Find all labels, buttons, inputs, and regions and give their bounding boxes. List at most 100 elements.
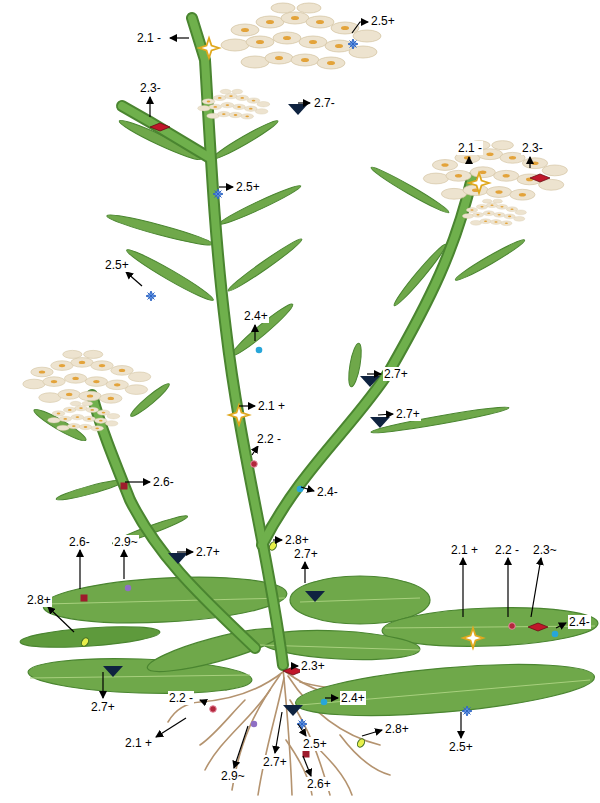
rosette-leaves	[294, 655, 597, 725]
markers	[528, 623, 548, 631]
leaf-midribs	[300, 680, 590, 705]
markers	[268, 541, 278, 552]
stem-leaves	[370, 404, 509, 436]
markers	[251, 461, 258, 468]
markers	[150, 123, 170, 131]
leader-arrows	[298, 102, 310, 103]
stems	[122, 106, 210, 158]
callout-number: 2.1 -	[457, 141, 483, 155]
roots	[283, 668, 292, 795]
markers	[297, 486, 304, 493]
markers	[210, 706, 217, 713]
leader-arrows	[123, 550, 124, 579]
markers	[80, 38, 558, 758]
leader-arrows	[378, 414, 393, 415]
leader-arrows	[298, 724, 306, 736]
leader-arrows	[367, 373, 381, 374]
markers	[288, 104, 308, 115]
stem-leaves	[106, 211, 215, 249]
roots	[258, 678, 284, 795]
leader-arrows	[301, 487, 314, 491]
callout-number: 2.2 -	[256, 432, 282, 446]
callout-number: 2.4-	[316, 485, 339, 499]
markers	[370, 417, 390, 428]
markers	[509, 623, 516, 630]
leader-arrows	[556, 623, 566, 628]
stems	[92, 18, 472, 665]
markers	[283, 705, 303, 716]
markers	[469, 173, 489, 193]
callout-number: 2.8+	[384, 722, 410, 736]
callout-number: 2.7-	[313, 96, 336, 110]
stems	[192, 18, 283, 665]
markers	[80, 637, 90, 648]
leader-arrows	[304, 562, 305, 583]
flower-clusters	[198, 89, 270, 119]
callout-number: 2.3+	[300, 659, 326, 673]
leader-arrows	[293, 665, 298, 666]
leader-arrows	[149, 97, 150, 117]
callout-number: 2.3-	[521, 141, 544, 155]
leader-arrows	[252, 446, 258, 455]
leader-arrows	[79, 550, 80, 589]
callout-number: 2.2 -	[494, 543, 520, 557]
markers	[530, 174, 550, 182]
markers	[305, 591, 325, 602]
flower-clusters	[462, 199, 526, 225]
rosette-leaves	[20, 572, 599, 725]
stems	[262, 178, 472, 545]
markers	[251, 721, 257, 727]
callout-number: 2.6-	[68, 535, 91, 549]
flower-clusters	[221, 3, 381, 69]
flower-clusters	[23, 350, 151, 403]
leader-arrows	[177, 551, 193, 552]
markers	[552, 631, 559, 638]
markers	[462, 706, 472, 716]
markers	[229, 405, 249, 425]
markers	[213, 189, 223, 199]
stem-leaves	[369, 164, 451, 216]
flower-clusters	[23, 3, 568, 431]
rosette-leaves	[20, 623, 161, 651]
leader-arrows	[102, 672, 103, 698]
leaf-midribs	[30, 675, 250, 678]
callout-number: 2.6+	[306, 777, 332, 791]
markers	[256, 347, 263, 354]
leader-arrows	[48, 607, 74, 632]
callout-number: 2.1 +	[450, 543, 479, 557]
leader-arrows	[126, 272, 142, 286]
leaf-midribs	[30, 598, 595, 705]
leader-arrows	[362, 730, 382, 736]
flower-clusters	[423, 141, 567, 200]
callout-number: 2.7+	[90, 700, 116, 714]
stem-leaves	[55, 477, 125, 503]
stem-leaves	[210, 118, 280, 163]
stems	[192, 18, 283, 665]
callout-number: 2.9~	[220, 769, 246, 783]
callout-number: 2.9~	[113, 535, 139, 549]
flower-clusters	[48, 401, 120, 431]
leader-arrows	[275, 712, 282, 753]
stem-leaves	[124, 246, 216, 305]
rosette-leaves	[144, 620, 285, 679]
leader-arrows	[468, 157, 469, 163]
leader-arrows	[125, 481, 150, 482]
leader-arrows	[219, 186, 233, 187]
stems	[92, 18, 472, 665]
markers	[168, 553, 188, 564]
callout-number: 2.5+	[302, 737, 328, 751]
markers	[81, 595, 88, 602]
stem-leaves	[453, 237, 526, 284]
leader-arrows	[200, 700, 205, 702]
callout-number: 2.3-	[139, 81, 162, 95]
leader-arrows	[352, 22, 368, 33]
callout-number: 2.5+	[370, 14, 396, 28]
callout-number: 2.7+	[195, 545, 221, 559]
rosette-leaves	[42, 572, 288, 629]
leader-arrows	[48, 22, 566, 776]
stems	[92, 395, 255, 648]
callout-number: 2.5+	[235, 180, 261, 194]
callout-number: 2.5+	[104, 258, 130, 272]
leader-arrows	[234, 726, 248, 768]
leaf-midribs	[385, 626, 595, 628]
